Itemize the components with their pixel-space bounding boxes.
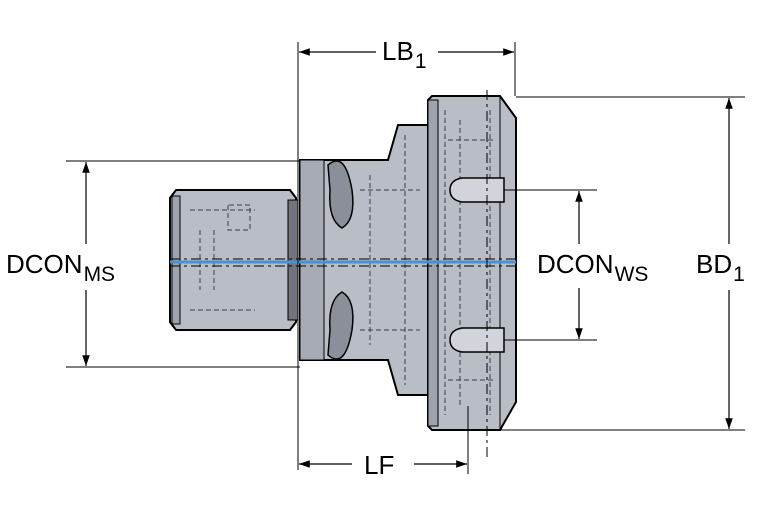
bottom-drive-slot bbox=[449, 327, 505, 353]
dim-lb1 bbox=[297, 42, 516, 470]
bd1-main: BD bbox=[696, 249, 733, 279]
lf-main: LF bbox=[364, 450, 395, 480]
top-drive-slot bbox=[449, 177, 505, 203]
dcon-ms-main: DCON bbox=[6, 249, 83, 279]
dcon-ms-label: DCONMS bbox=[6, 249, 115, 285]
bd1-sub: 1 bbox=[733, 263, 745, 286]
lb1-sub: 1 bbox=[414, 50, 427, 73]
dcon-ws-sub: WS bbox=[614, 263, 649, 286]
lf-label: LF bbox=[364, 452, 394, 478]
dim-dcon-ms bbox=[66, 160, 300, 368]
lb1-label: LB1 bbox=[382, 36, 427, 72]
center-line bbox=[170, 258, 516, 267]
bd1-label: BD1 bbox=[696, 249, 745, 285]
dcon-ws-label: DCONWS bbox=[537, 249, 648, 285]
bottom-pocket bbox=[327, 291, 354, 360]
dim-dcon-ws bbox=[504, 189, 597, 341]
dim-lf bbox=[299, 90, 488, 474]
dcon-ws-main: DCON bbox=[537, 249, 614, 279]
lb1-main: LB bbox=[382, 36, 414, 66]
top-pocket bbox=[327, 160, 354, 229]
dim-bd1 bbox=[500, 96, 745, 431]
dcon-ms-sub: MS bbox=[83, 263, 116, 286]
shank bbox=[169, 189, 297, 331]
